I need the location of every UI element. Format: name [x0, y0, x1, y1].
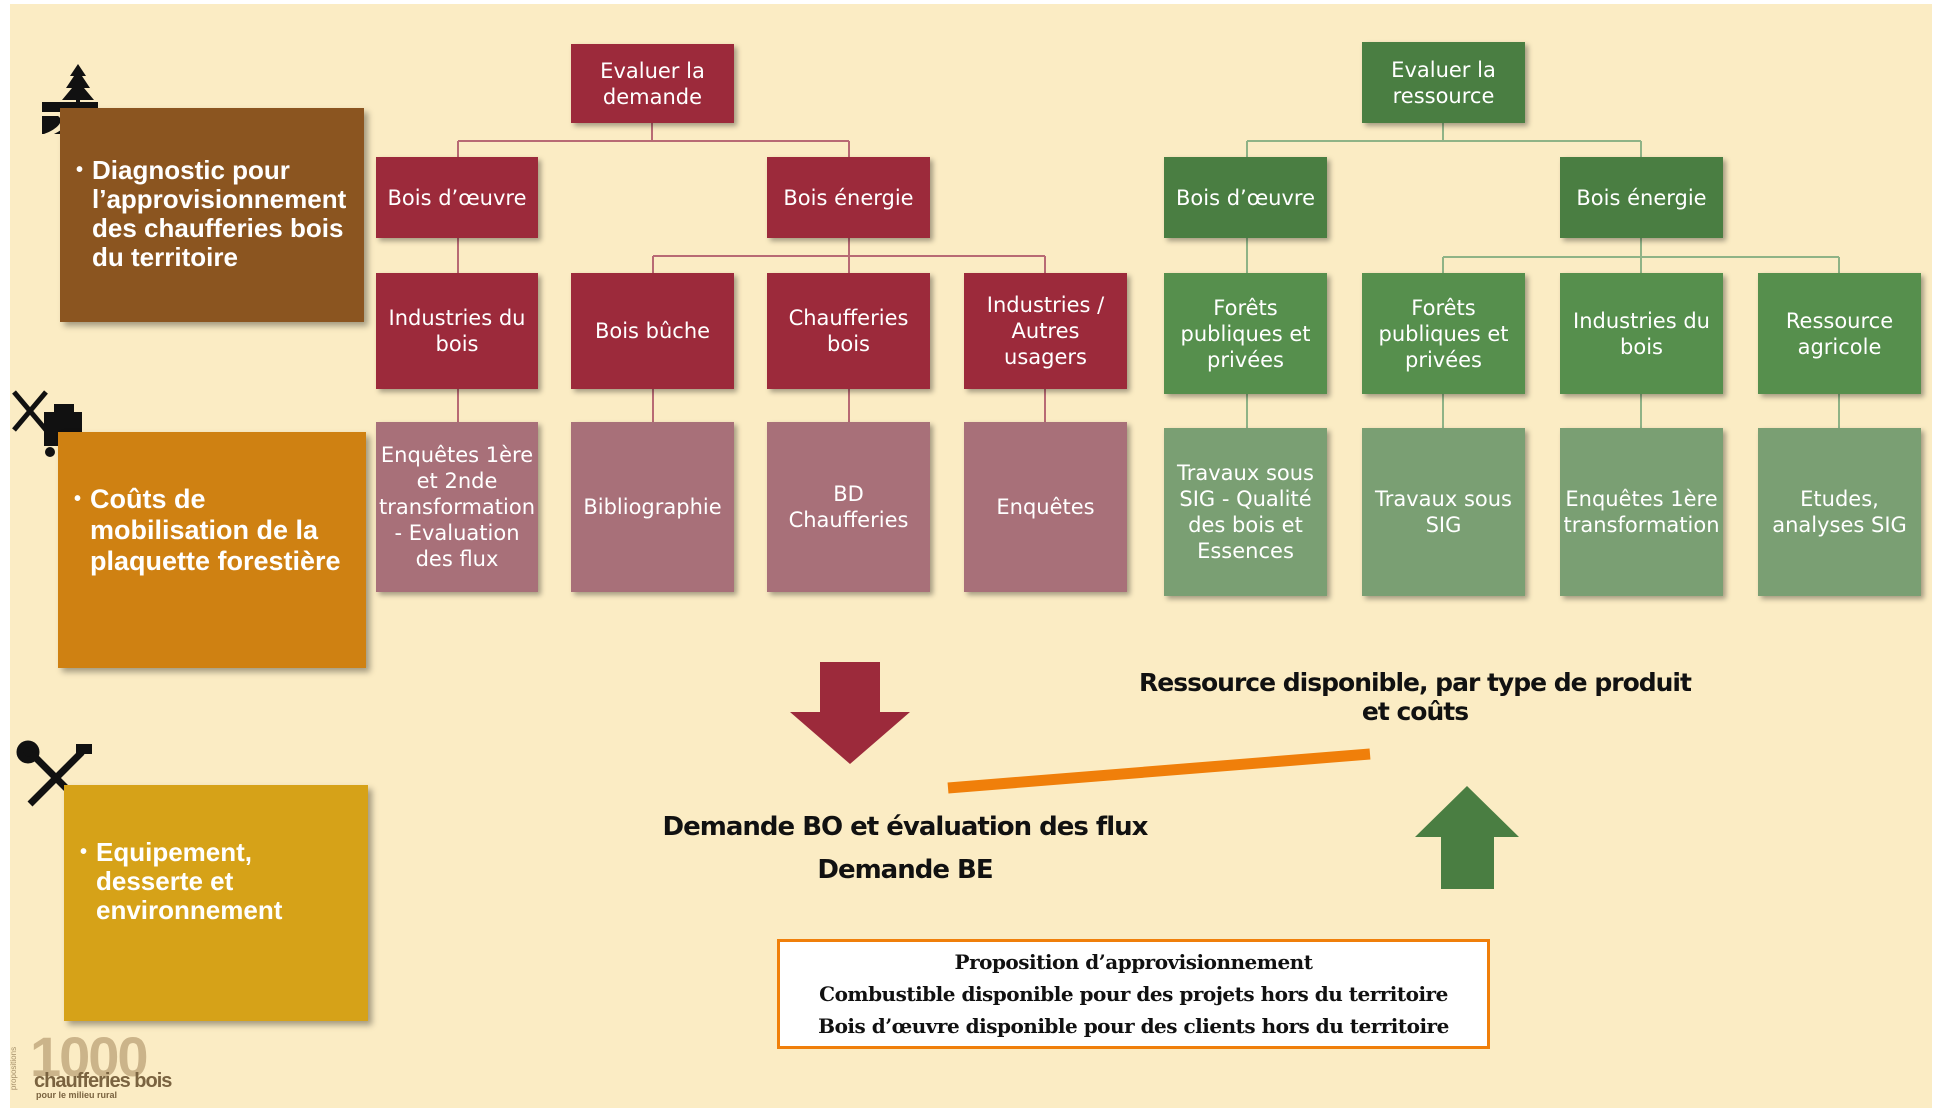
node-label: Bois d’œuvre: [387, 185, 527, 210]
demand-l2-industries: Industries du bois: [376, 273, 538, 389]
sidebar-item-label: Equipement, desserte et environnement: [80, 838, 354, 925]
logo: propositions 1000 chaufferies bois pour …: [9, 1025, 180, 1104]
orange-link-line: [947, 748, 1371, 794]
sidebar-item-costs: Coûts de mobilisation de la plaquette fo…: [58, 432, 366, 668]
node-label: Bois d’œuvre: [1175, 185, 1316, 210]
sidebar-item-label: Coûts de mobilisation de la plaquette fo…: [74, 484, 352, 577]
demand-l3-bibliographie: Bibliographie: [571, 422, 734, 592]
demand-l2-autres-usagers: Industries / Autres usagers: [964, 273, 1127, 389]
resource-l3-etudes: Etudes, analyses SIG: [1758, 428, 1921, 596]
node-label: Travaux sous SIG: [1375, 487, 1512, 537]
node-label: BD Chaufferies: [788, 482, 909, 532]
resource-branch-bo: Bois d’œuvre: [1164, 157, 1327, 238]
sidebar-item-label: Diagnostic pour l’approvisionnement des …: [76, 156, 350, 272]
resource-root-label: Evaluer la ressource: [1391, 57, 1496, 108]
node-label: Forêts publiques et privées: [1378, 295, 1509, 372]
resource-l3-enquetes: Enquêtes 1ère transformation: [1560, 428, 1723, 596]
resource-l2-industries: Industries du bois: [1560, 273, 1723, 394]
node-label: Forêts publiques et privées: [1180, 295, 1311, 372]
demand-output-line: Demande BO et évaluation des flux: [662, 812, 1149, 842]
node-label: Industries du bois: [1573, 308, 1710, 359]
resource-output-line: et coûts: [1361, 697, 1469, 726]
resource-up-arrow: [1415, 786, 1519, 889]
resource-l2-forets-2: Forêts publiques et privées: [1362, 273, 1525, 394]
logo-number: 1000: [30, 1025, 149, 1088]
resource-branch-be: Bois énergie: [1560, 157, 1723, 238]
logo-tagline: pour le milieu rural: [36, 1090, 118, 1100]
resource-output-caption: Ressource disponible, par type de produi…: [1120, 668, 1710, 726]
sidebar-item-diagnostic: Diagnostic pour l’approvisionnement des …: [60, 108, 364, 322]
resource-l3-sig-qualite: Travaux sous SIG - Qualité des bois et E…: [1164, 428, 1327, 596]
resource-connectors: [1246, 122, 1840, 428]
node-label: Enquêtes 1ère et 2nde transformation - E…: [378, 443, 536, 571]
node-label: Bois bûche: [594, 319, 711, 343]
node-label: Ressource agricole: [1785, 308, 1894, 359]
node-label: Bois énergie: [783, 185, 914, 210]
demand-l3-enquetes-transfo: Enquêtes 1ère et 2nde transformation - E…: [376, 422, 538, 592]
node-label: Industries / Autres usagers: [986, 293, 1105, 369]
proposal-line: Proposition d’approvisionnement: [954, 950, 1313, 974]
demand-root-label: Evaluer la demande: [600, 58, 705, 109]
resource-root: Evaluer la ressource: [1362, 42, 1525, 123]
demand-connectors: [457, 122, 1046, 422]
node-label: Chaufferies bois: [788, 306, 909, 356]
demand-l2-chaufferies: Chaufferies bois: [767, 273, 930, 389]
resource-l2-agricole: Ressource agricole: [1758, 273, 1921, 394]
node-label: Bibliographie: [583, 495, 722, 519]
demand-branch-be: Bois énergie: [767, 157, 930, 238]
resource-l3-sig: Travaux sous SIG: [1362, 428, 1525, 596]
resource-l2-forets-1: Forêts publiques et privées: [1164, 273, 1327, 394]
logo-side-text: propositions: [9, 1046, 19, 1091]
node-label: Enquêtes: [996, 495, 1095, 519]
node-label: Industries du bois: [388, 306, 526, 356]
proposal-line: Bois d’œuvre disponible pour des clients…: [818, 1014, 1449, 1038]
proposal-box: Proposition d’approvisionnement Combusti…: [777, 939, 1490, 1049]
demand-l2-bois-buche: Bois bûche: [571, 273, 734, 389]
sidebar-item-equipment: Equipement, desserte et environnement: [64, 785, 368, 1021]
demand-l3-bd-chaufferies: BD Chaufferies: [767, 422, 930, 592]
demand-root: Evaluer la demande: [571, 44, 734, 123]
demand-branch-bo: Bois d’œuvre: [376, 157, 538, 238]
logo-name: chaufferies bois: [34, 1070, 172, 1092]
demand-output-caption: Demande BO et évaluation des flux Demand…: [640, 806, 1170, 892]
node-label: Travaux sous SIG - Qualité des bois et E…: [1177, 461, 1314, 563]
demand-l3-enquetes: Enquêtes: [964, 422, 1127, 592]
proposal-line: Combustible disponible pour des projets …: [819, 982, 1448, 1006]
resource-output-line: Ressource disponible, par type de produi…: [1139, 668, 1692, 697]
node-label: Etudes, analyses SIG: [1772, 487, 1907, 537]
node-label: Bois énergie: [1576, 185, 1707, 210]
node-label: Enquêtes 1ère transformation: [1563, 487, 1720, 537]
demand-output-line: Demande BE: [817, 855, 993, 885]
demand-down-arrow: [790, 662, 910, 764]
